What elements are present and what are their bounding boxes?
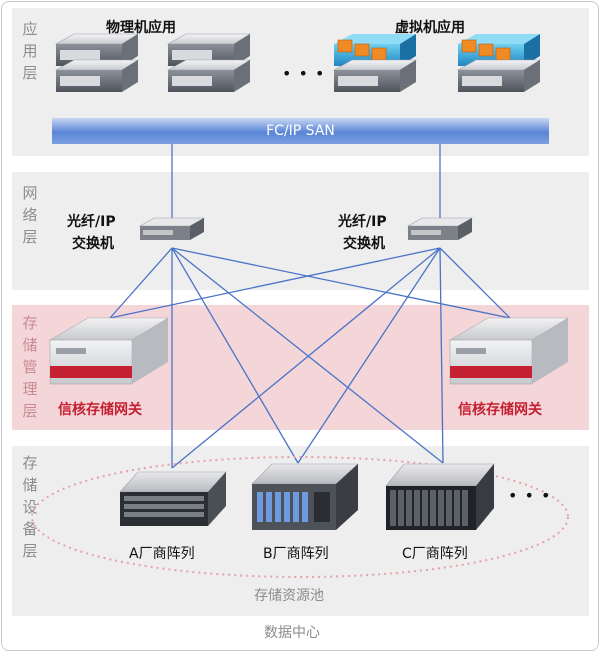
switch-right-label-line2: 交换机 xyxy=(343,236,385,252)
virtual-app-label: 虚拟机应用 xyxy=(395,20,465,36)
switch-left xyxy=(138,217,206,240)
physical-app-label: 物理机应用 xyxy=(106,20,176,36)
switch-left-label-line2: 交换机 xyxy=(72,236,114,252)
array-a-label: A厂商阵列 xyxy=(129,546,195,562)
array-b-label: B厂商阵列 xyxy=(263,546,329,562)
vm-server-2 xyxy=(456,34,542,92)
network-layer-band xyxy=(12,172,589,290)
layer-label-network: 网络层 xyxy=(22,184,38,246)
storage-pool-ring xyxy=(31,456,569,578)
layer-label-app: 应用层 xyxy=(22,20,38,82)
gateway-left-device xyxy=(48,317,170,385)
layer-label-storage-device: 存储设备层 xyxy=(22,454,38,560)
gateway-right-label: 信核存储网关 xyxy=(458,402,542,418)
layer-label-storage-management: 存储管理层 xyxy=(22,314,38,420)
gateway-right-device xyxy=(448,317,570,385)
gateway-left-label: 信核存储网关 xyxy=(58,402,142,418)
mesh-left-switch xyxy=(109,247,511,468)
physical-server-1 xyxy=(54,33,140,92)
switch-left-label-line1: 光纤/IP xyxy=(67,214,116,230)
data-center-label: 数据中心 xyxy=(264,625,320,641)
mesh-right-switch xyxy=(109,247,511,469)
vm-server-1 xyxy=(332,34,418,92)
san-bar: FC/IP SAN xyxy=(52,118,549,144)
array-c-label: C厂商阵列 xyxy=(402,546,468,562)
physical-server-2 xyxy=(166,33,252,92)
switch-right-label-line1: 光纤/IP xyxy=(338,214,387,230)
storage-pool-label: 存储资源池 xyxy=(254,588,324,604)
array-c-device xyxy=(385,463,495,530)
array-a-device xyxy=(119,471,227,526)
switch-right xyxy=(406,217,474,240)
array-ellipsis: • • • xyxy=(508,486,552,505)
array-b-device xyxy=(251,463,359,530)
app-ellipsis: • • • xyxy=(282,64,326,83)
